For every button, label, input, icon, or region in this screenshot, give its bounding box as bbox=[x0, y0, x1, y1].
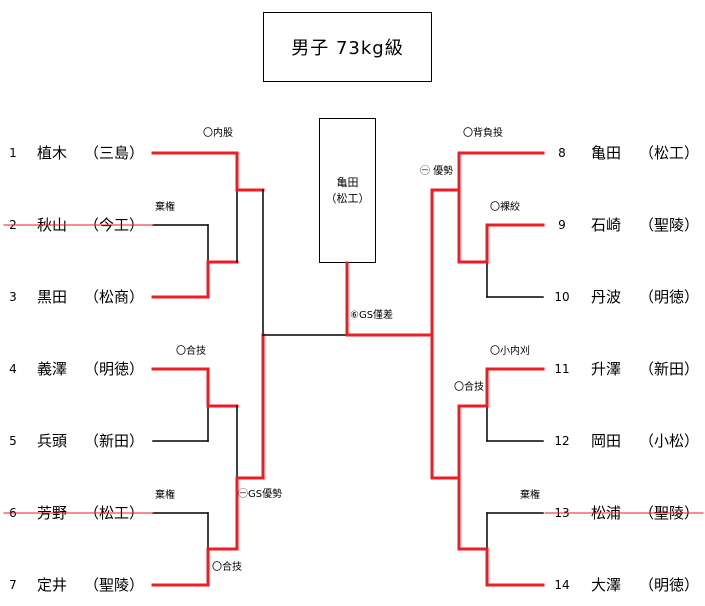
result-label: 棄権 bbox=[155, 202, 175, 213]
competitor-name: 秋山 bbox=[37, 216, 68, 234]
left-competitor-entry: 6 芳野 （松工） bbox=[0, 502, 160, 524]
result-label: 〇背負投 bbox=[463, 128, 503, 139]
seed-number: 2 bbox=[9, 218, 17, 232]
right-competitor-entry: 13 松浦 （聖陵） bbox=[545, 502, 705, 524]
left-competitor-entry: 5 兵頭 （新田） bbox=[0, 430, 160, 452]
result-label: ⑥GS僅差 bbox=[350, 310, 394, 321]
seed-number: 1 bbox=[9, 146, 17, 160]
competitor-name: 黒田 bbox=[37, 288, 68, 306]
seed-number: 13 bbox=[554, 506, 570, 520]
left-competitor-entry: 4 義澤 （明徳） bbox=[0, 358, 160, 380]
result-label: 〇裸絞 bbox=[490, 202, 520, 213]
competitor-team: （明徳） bbox=[84, 360, 145, 378]
right-competitor-entry: 8 亀田 （松工） bbox=[545, 142, 705, 164]
competitor-team: （聖陵） bbox=[639, 216, 700, 234]
competitor-name: 芳野 bbox=[37, 504, 68, 522]
competitor-name: 岡田 bbox=[591, 432, 622, 450]
seed-number: 4 bbox=[9, 362, 17, 376]
competitor-team: （新田） bbox=[84, 432, 145, 450]
competitor-name: 植木 bbox=[37, 144, 68, 162]
competitor-team: （聖陵） bbox=[84, 576, 145, 594]
competitor-name: 石崎 bbox=[591, 216, 622, 234]
champion-name: 亀田 bbox=[336, 175, 359, 189]
seed-number: 9 bbox=[558, 218, 566, 232]
right-competitor-entry: 12 岡田 （小松） bbox=[545, 430, 705, 452]
result-label: ㊀ 優勢 bbox=[420, 166, 454, 177]
bracket-title: 男子 73kg級 bbox=[263, 12, 432, 82]
seed-number: 6 bbox=[9, 506, 17, 520]
competitor-name: 升澤 bbox=[591, 360, 622, 378]
right-competitor-entry: 10 丹波 （明徳） bbox=[545, 286, 705, 308]
competitor-team: （新田） bbox=[639, 360, 700, 378]
competitor-name: 兵頭 bbox=[37, 432, 68, 450]
competitor-team: （三島） bbox=[84, 144, 145, 162]
seed-number: 5 bbox=[9, 434, 17, 448]
result-label: 〇小内刈 bbox=[490, 346, 530, 357]
competitor-name: 大澤 bbox=[591, 576, 622, 594]
left-competitor-entry: 2 秋山 （今工） bbox=[0, 214, 160, 236]
seed-number: 11 bbox=[554, 362, 570, 376]
competitor-team: （聖陵） bbox=[639, 504, 700, 522]
right-competitor-entry: 14 大澤 （明徳） bbox=[545, 574, 705, 596]
competitor-name: 亀田 bbox=[591, 144, 622, 162]
result-label: ㊀GS優勢 bbox=[238, 489, 283, 500]
result-label: 〇合技 bbox=[454, 382, 484, 393]
result-label: 〇合技 bbox=[176, 346, 206, 357]
seed-number: 10 bbox=[554, 290, 570, 304]
competitor-team: （松商） bbox=[84, 288, 145, 306]
result-label: 〇合技 bbox=[212, 562, 242, 573]
left-competitor-entry: 3 黒田 （松商） bbox=[0, 286, 160, 308]
result-label: 棄権 bbox=[520, 490, 540, 501]
competitor-team: （松工） bbox=[84, 504, 145, 522]
left-competitor-entry: 1 植木 （三島） bbox=[0, 142, 160, 164]
competitor-name: 定井 bbox=[37, 576, 68, 594]
seed-number: 3 bbox=[9, 290, 17, 304]
competitor-name: 丹波 bbox=[591, 288, 622, 306]
competitor-team: （小松） bbox=[639, 432, 700, 450]
result-label: 棄権 bbox=[155, 490, 175, 501]
seed-number: 8 bbox=[558, 146, 566, 160]
result-label: 〇内股 bbox=[203, 128, 233, 139]
competitor-team: （明徳） bbox=[639, 288, 700, 306]
competitor-team: （松工） bbox=[639, 144, 700, 162]
competitor-team: （明徳） bbox=[639, 576, 700, 594]
champion-team: （松工） bbox=[325, 191, 370, 205]
right-competitor-entry: 11 升澤 （新田） bbox=[545, 358, 705, 380]
champion-box: 亀田 （松工） bbox=[319, 118, 376, 263]
seed-number: 7 bbox=[9, 578, 17, 592]
seed-number: 12 bbox=[554, 434, 570, 448]
competitor-name: 松浦 bbox=[591, 504, 622, 522]
competitor-name: 義澤 bbox=[37, 360, 68, 378]
right-competitor-entry: 9 石崎 （聖陵） bbox=[545, 214, 705, 236]
left-competitor-entry: 7 定井 （聖陵） bbox=[0, 574, 160, 596]
competitor-team: （今工） bbox=[84, 216, 145, 234]
seed-number: 14 bbox=[554, 578, 570, 592]
